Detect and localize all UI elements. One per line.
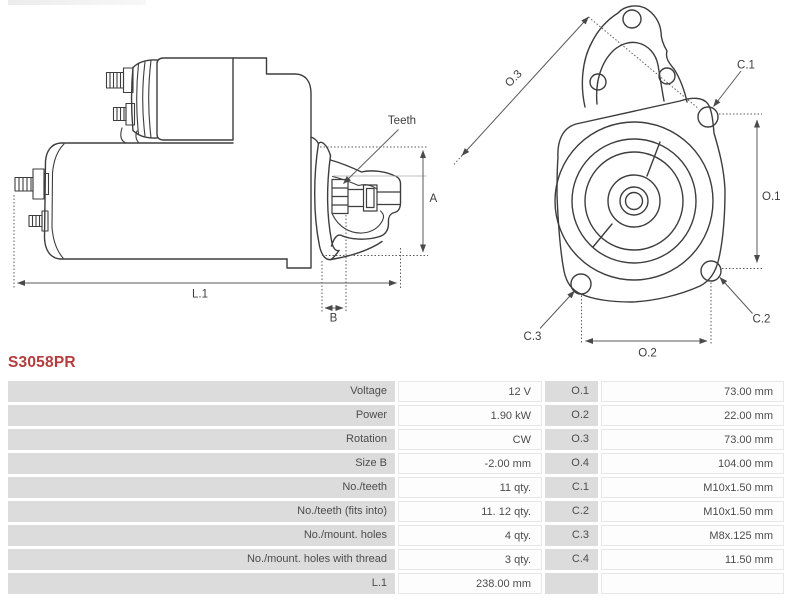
mount-hole-c3 <box>570 273 592 295</box>
part-number-title: S3058PR <box>8 354 76 371</box>
spec-label: Power <box>8 405 395 426</box>
spec-value: 3 qty. <box>398 549 542 570</box>
spec-label: No./mount. holes with thread <box>8 549 395 570</box>
front-extension-lines <box>453 16 762 344</box>
spec-dim-code: O.1 <box>545 381 598 402</box>
motor-body <box>43 142 288 260</box>
dim-line-o3 <box>461 16 589 156</box>
ear-hole-top <box>622 9 642 29</box>
dim-label-o1: O.1 <box>762 191 781 203</box>
extension-lines <box>13 146 428 312</box>
spec-dim-value: 73.00 mm <box>601 429 784 450</box>
dim-label-a: A <box>430 193 438 205</box>
dim-label-o3: O.3 <box>503 68 525 90</box>
spec-value: 1.90 kW <box>398 405 542 426</box>
rear-terminal-stud <box>14 168 50 232</box>
gear-housing-circles <box>554 121 714 281</box>
spec-dim-value: M8x.125 mm <box>601 525 784 546</box>
pinion-gear <box>331 178 401 215</box>
teeth-leader-line <box>343 129 399 184</box>
solenoid-terminals <box>105 67 136 126</box>
technical-drawing: Teeth A L.1 B <box>13 5 781 360</box>
ear-hole-right <box>658 67 676 85</box>
spec-dim-code: O.3 <box>545 429 598 450</box>
teeth-label: Teeth <box>388 115 416 127</box>
leader-c3 <box>539 290 575 329</box>
top-mount-ear <box>581 5 688 108</box>
cropped-watermark <box>8 0 146 5</box>
ear-hole-left <box>589 73 607 91</box>
spec-dim-code: O.2 <box>545 405 598 426</box>
spec-dim-code: O.4 <box>545 453 598 474</box>
side-view-drawing <box>14 57 427 269</box>
leader-c1 <box>713 70 742 107</box>
spec-value: 11. 12 qty. <box>398 501 542 522</box>
spec-label: Rotation <box>8 429 395 450</box>
spec-label: Size B <box>8 453 395 474</box>
dim-label-c1: C.1 <box>737 60 755 72</box>
front-flange-outline <box>556 97 726 303</box>
spec-value: 12 V <box>398 381 542 402</box>
spec-value: 11 qty. <box>398 477 542 498</box>
spec-dim-value: M10x1.50 mm <box>601 501 784 522</box>
dim-label-b: B <box>330 313 338 325</box>
spec-label: No./teeth (fits into) <box>8 501 395 522</box>
front-view-dimensions <box>453 16 762 344</box>
spec-value: 4 qty. <box>398 525 542 546</box>
dim-label-c3: C.3 <box>524 331 542 343</box>
spec-value: -2.00 mm <box>398 453 542 474</box>
spec-dim-value: 22.00 mm <box>601 405 784 426</box>
hub-spoke-lower <box>592 223 613 248</box>
spec-dim-code <box>545 573 598 594</box>
drive-housing <box>232 57 312 269</box>
spec-dim-value: 104.00 mm <box>601 453 784 474</box>
mount-hole-c1 <box>697 106 719 128</box>
spec-label: Voltage <box>8 381 395 402</box>
front-view-drawing <box>554 5 726 303</box>
pinion-housing <box>329 159 402 261</box>
spec-label: No./teeth <box>8 477 395 498</box>
side-view-dimensions <box>13 129 428 312</box>
spec-dim-value: 11.50 mm <box>601 549 784 570</box>
dim-label-c2: C.2 <box>753 314 771 326</box>
mounting-flange <box>310 136 340 261</box>
spec-dim-value <box>601 573 784 594</box>
hub-spoke-upper <box>646 141 661 177</box>
leader-c2 <box>719 277 753 314</box>
solenoid <box>120 57 234 144</box>
dim-label-l1: L.1 <box>192 289 208 301</box>
dim-label-o2: O.2 <box>638 348 657 360</box>
spec-label: No./mount. holes <box>8 525 395 546</box>
spec-label: L.1 <box>8 573 395 594</box>
motor-endcap-seam <box>51 143 65 259</box>
spec-dim-value: M10x1.50 mm <box>601 477 784 498</box>
spec-value: CW <box>398 429 542 450</box>
mount-hole-c2 <box>700 260 722 282</box>
spec-dim-code: C.4 <box>545 549 598 570</box>
hub-circle <box>607 174 661 228</box>
spec-dim-code: C.1 <box>545 477 598 498</box>
spec-dim-value: 73.00 mm <box>601 381 784 402</box>
spec-dim-code: C.3 <box>545 525 598 546</box>
spec-value: 238.00 mm <box>398 573 542 594</box>
spec-dim-code: C.2 <box>545 501 598 522</box>
